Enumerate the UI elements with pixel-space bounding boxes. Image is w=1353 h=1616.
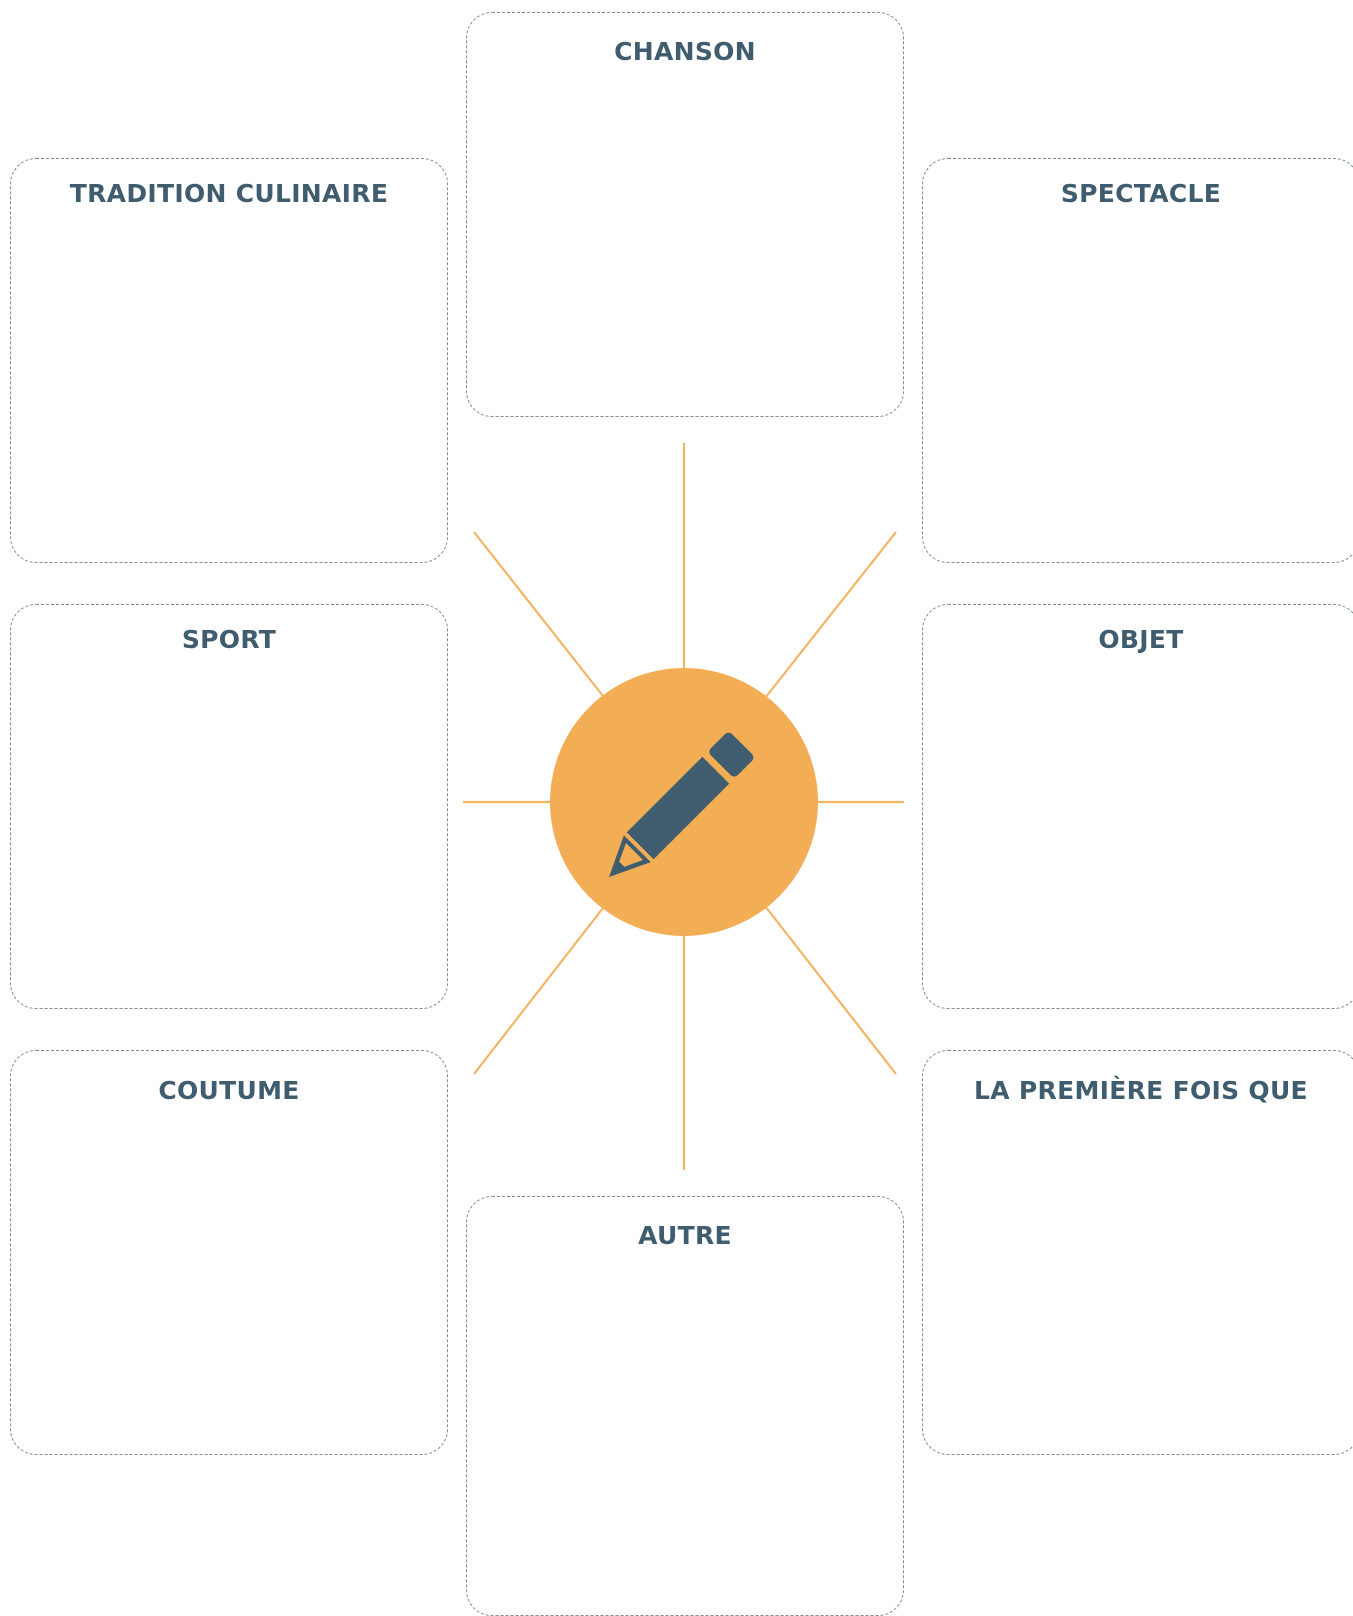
box-coutume[interactable]: COUTUME: [10, 1050, 448, 1455]
ray-bottom-right: [764, 905, 897, 1075]
box-objet[interactable]: OBJET: [922, 604, 1353, 1009]
box-tradition-culinaire[interactable]: TRADITION CULINAIRE: [10, 158, 448, 563]
box-title-autre: AUTRE: [638, 1221, 732, 1250]
box-title-spectacle: SPECTACLE: [1060, 179, 1222, 208]
box-title-premiere-fois: LA PREMIÈRE FOIS QUE: [974, 1076, 1308, 1105]
box-title-sport: SPORT: [181, 625, 277, 654]
box-title-tradition-culinaire: TRADITION CULINAIRE: [69, 179, 389, 208]
ray-top-left: [473, 531, 604, 697]
box-sport[interactable]: SPORT: [10, 604, 448, 1009]
ray-top-right: [764, 531, 897, 699]
box-title-chanson: CHANSON: [614, 37, 756, 66]
ray-bottom-left: [473, 907, 604, 1075]
box-spectacle[interactable]: SPECTACLE: [922, 158, 1353, 563]
box-chanson[interactable]: CHANSON: [466, 12, 904, 417]
box-autre[interactable]: AUTRE: [466, 1196, 904, 1616]
box-premiere-fois[interactable]: LA PREMIÈRE FOIS QUE: [922, 1050, 1353, 1455]
pencil-icon: [609, 732, 754, 877]
box-title-objet: OBJET: [1098, 625, 1184, 654]
box-title-coutume: COUTUME: [158, 1076, 300, 1105]
